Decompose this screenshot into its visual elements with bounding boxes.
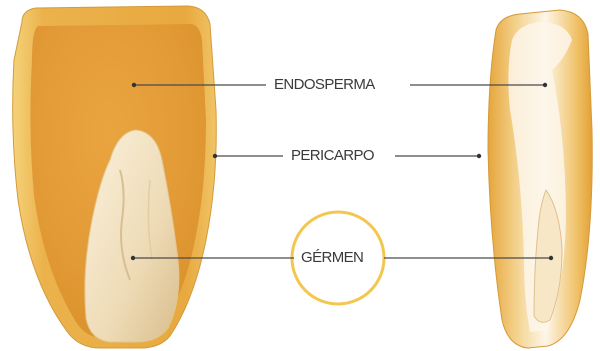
label-germen: GÉRMEN xyxy=(297,249,367,267)
label-pericarpo: PERICARPO xyxy=(287,147,378,165)
pericarpo-dot-left xyxy=(213,154,217,158)
label-endosperma: ENDOSPERMA xyxy=(270,76,379,94)
endosperma-dot-right xyxy=(543,83,547,87)
endosperma-dot-left xyxy=(132,83,136,87)
germen-dot-left xyxy=(131,256,135,260)
pericarpo-dot-right xyxy=(477,154,481,158)
germen-dot-right xyxy=(549,256,553,260)
